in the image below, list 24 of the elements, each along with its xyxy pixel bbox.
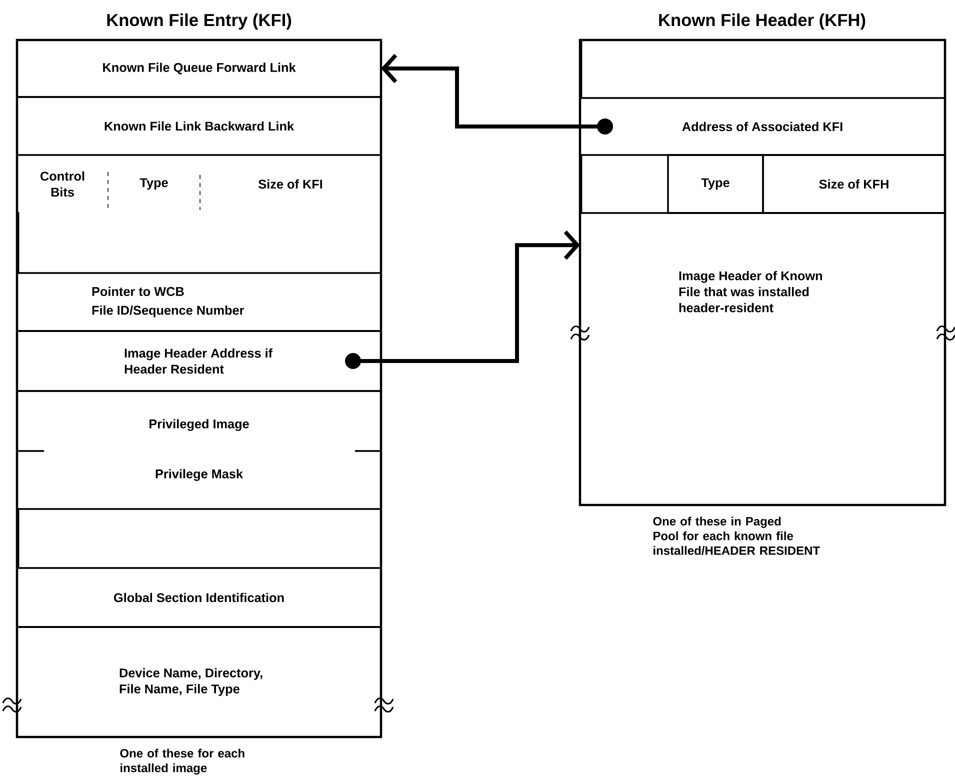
- field-cell: Type: [667, 154, 764, 214]
- field-cell: Global Section Identification: [16, 567, 382, 628]
- field-cell: Known File Queue Forward Link: [16, 39, 382, 98]
- empty-field: [579, 39, 582, 99]
- field-cell: Image Header of Known File that was installed header-resident: [579, 212, 946, 506]
- field-cell: Address of Associated KFI: [579, 97, 946, 156]
- node-label: One of these for each installed image: [120, 748, 244, 775]
- field-cell: Pointer to WCB File ID/Sequence Number: [16, 272, 382, 332]
- field-cell: Type: [140, 178, 168, 190]
- node-label: One of these in Paged Pool for each known file installed/HEADER RESIDENT: [653, 516, 820, 555]
- field-cell: Size of KFI: [258, 179, 322, 189]
- arrow: [381, 54, 613, 134]
- field-cell: Device Name, Directory, File Name, File Type: [16, 626, 382, 738]
- empty-field: [16, 212, 20, 274]
- field-cell: Image Header Address if Header Resident: [16, 330, 382, 392]
- field-cell: Size of KFH: [762, 154, 946, 214]
- field-cell: Known File Link Backward Link: [16, 96, 382, 156]
- field-cell: Control Bits: [40, 171, 84, 197]
- arrow: [345, 230, 580, 369]
- record-title: Known File Entry (KFI): [107, 13, 292, 30]
- record-title: Known File Header (KFH): [659, 13, 866, 30]
- empty-field: [16, 508, 20, 569]
- empty-field: [579, 154, 582, 214]
- field-cell: Privileged Image Privilege Mask: [16, 390, 382, 510]
